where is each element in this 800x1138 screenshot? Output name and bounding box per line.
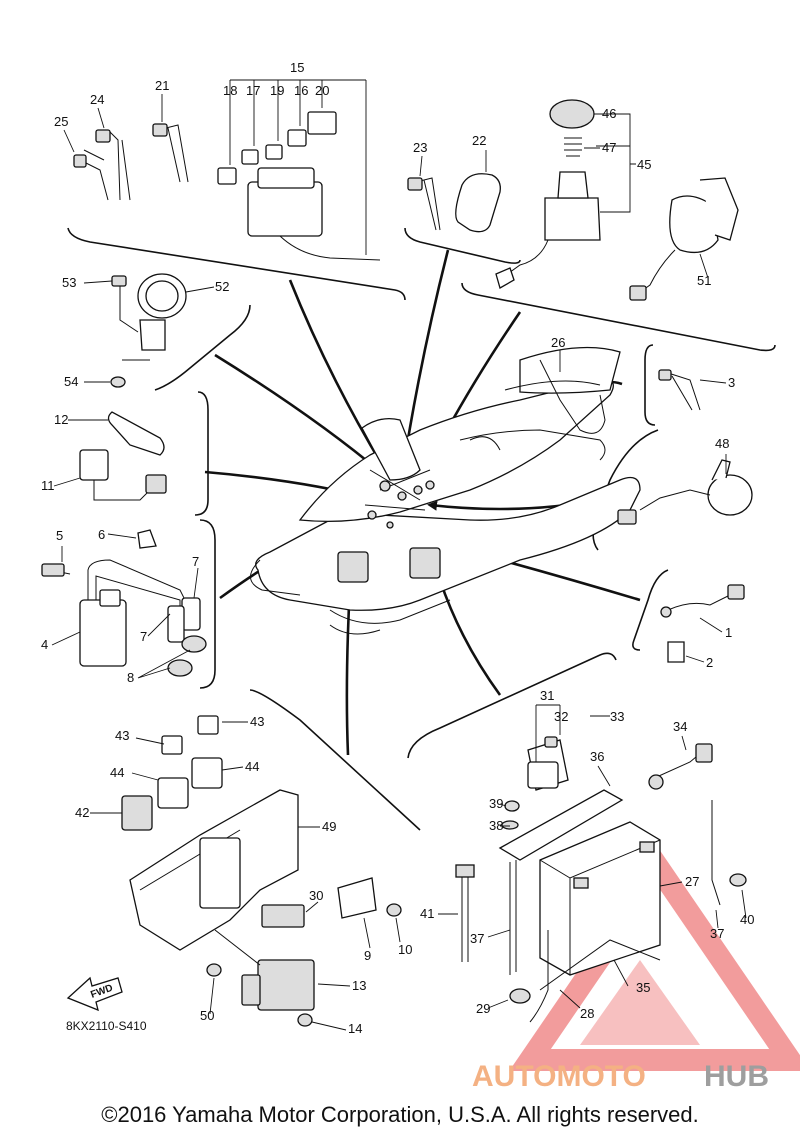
callout-24: 24 [90,92,104,107]
label-leader-lines [51,94,747,1031]
callout-23: 23 [413,140,427,155]
callout-6: 6 [98,527,105,542]
callout-10: 10 [398,942,412,957]
region-boundaries [67,227,776,831]
callout-28: 28 [580,1006,594,1021]
boundary-battery-group [407,652,617,759]
callout-labels: 1 2 3 4 5 6 7 7 8 9 10 11 12 13 14 15 16… [41,60,754,1036]
watermark-text-hub: HUB [704,1060,769,1093]
callout-43a: 43 [115,728,129,743]
callout-36: 36 [590,749,604,764]
copyright-notice: ©2016 Yamaha Motor Corporation, U.S.A. A… [101,1102,699,1127]
boundary-coil-group [199,519,216,689]
connector-48 [617,459,753,525]
callout-37a: 37 [470,931,484,946]
relay-and-clip [407,173,501,233]
callout-52: 52 [215,279,229,294]
electrical-box [121,715,402,1027]
callout-21: 21 [155,78,169,93]
callout-44b: 44 [245,759,259,774]
callout-12: 12 [54,412,68,427]
ignition-switch [629,177,739,301]
callout-11: 11 [41,478,55,493]
callout-44a: 44 [110,765,124,780]
callout-53: 53 [62,275,76,290]
callout-17: 17 [246,83,260,98]
cable-clips-left [73,123,189,201]
snowmobile-overview [250,346,641,635]
callout-30: 30 [309,888,323,903]
callout-19: 19 [270,83,284,98]
boundary-meter-group [154,304,251,391]
drawing-code: 8KX2110-S410 [66,1019,147,1033]
callout-18: 18 [223,83,237,98]
callout-35: 35 [636,980,650,995]
fwd-arrow [66,976,123,1012]
callout-50: 50 [200,1008,214,1023]
callout-33: 33 [610,709,624,724]
callout-22: 22 [472,133,486,148]
callout-46: 46 [602,106,616,121]
harness-clip-3 [658,369,701,411]
ignition-coil [41,529,207,677]
callout-3: 3 [728,375,735,390]
callout-39: 39 [489,796,503,811]
callout-5: 5 [56,528,63,543]
callout-4: 4 [41,637,48,652]
boundary-ignition-group [194,391,209,516]
meter-bracket [110,273,187,388]
callout-14: 14 [348,1021,362,1036]
callout-7b: 7 [140,629,147,644]
fuse-box [217,79,381,261]
callout-20: 20 [315,83,329,98]
callout-2: 2 [706,655,713,670]
callout-47: 47 [602,140,616,155]
boundary-clip-group [644,344,656,426]
callout-42: 42 [75,805,89,820]
callout-9: 9 [364,948,371,963]
callout-15: 15 [290,60,304,75]
regulator-relay-31 [527,704,561,789]
boundary-relay-group [404,227,521,264]
watermark-text-automoto: AUTOMOTO [472,1060,646,1093]
boundary-electrical-box [249,689,421,831]
callout-40: 40 [740,912,754,927]
callout-29: 29 [476,1001,490,1016]
main-switch-assembly [495,99,631,289]
boundary-connector-group [592,429,659,551]
callout-43b: 43 [250,714,264,729]
callout-31: 31 [540,688,554,703]
callout-32: 32 [554,709,568,724]
callout-1: 1 [725,625,732,640]
callout-41: 41 [420,906,434,921]
lead-and-sensor [660,584,745,663]
callout-38: 38 [489,818,503,833]
callout-48: 48 [715,436,729,451]
callout-27: 27 [685,874,699,889]
callout-16: 16 [294,83,308,98]
callout-13: 13 [352,978,366,993]
callout-7a: 7 [192,554,199,569]
callout-45: 45 [637,157,651,172]
callout-8: 8 [127,670,134,685]
cdi-bracket [79,411,167,501]
boundary-switch-group [461,282,776,352]
battery [509,821,661,1023]
callout-34: 34 [673,719,687,734]
callout-49: 49 [322,819,336,834]
callout-25: 25 [54,114,68,129]
callout-26: 26 [551,335,565,350]
watermark-inner-triangle [580,960,700,1045]
callout-51: 51 [697,273,711,288]
callout-37b: 37 [710,926,724,941]
callout-54: 54 [64,374,78,389]
boundary-fuse-group [67,227,406,301]
boundary-lead-group [632,569,669,651]
